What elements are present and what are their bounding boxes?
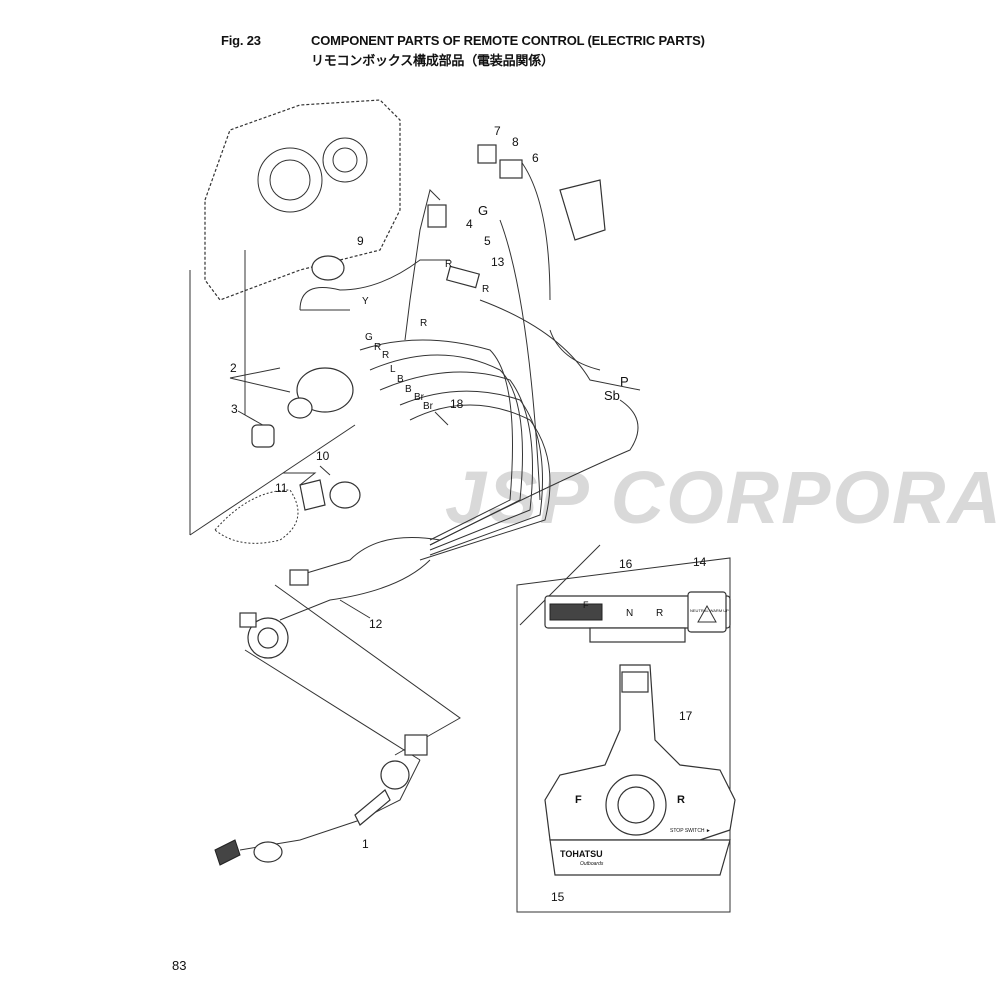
wire-label: G [365, 332, 373, 343]
callout-11: 11 [275, 481, 288, 495]
callout-17: 17 [679, 709, 693, 723]
wire-label: Br [423, 401, 434, 412]
callout-18: 18 [450, 397, 464, 411]
wire-label: R [445, 259, 452, 270]
wire-label: Sb [604, 388, 620, 403]
wire-label: L [390, 364, 396, 375]
indicator-n: N [626, 608, 633, 619]
callout-2: 2 [230, 361, 237, 375]
brand-logo: TOHATSU [560, 849, 603, 859]
part-connector-13 [445, 265, 481, 289]
page-number: 83 [172, 958, 187, 973]
part-trim-switch-6 [477, 144, 523, 179]
wire-label: B [397, 374, 404, 385]
callout-13: 13 [491, 255, 505, 269]
indicator-f: F [583, 600, 589, 610]
wire-label: P [620, 374, 629, 389]
callout-12: 12 [369, 617, 383, 631]
figure-title: COMPONENT PARTS OF REMOTE CONTROL (ELECT… [311, 33, 705, 48]
callout-16: 16 [619, 557, 633, 571]
wire-label: R [374, 342, 381, 353]
part-harness-12 [239, 569, 309, 659]
callout-4: 4 [466, 217, 473, 231]
part-extension-harness-1 [214, 734, 428, 866]
wire-label: R [420, 318, 427, 329]
part-key [251, 424, 275, 448]
callout-14: 14 [693, 555, 707, 569]
indicator-r: R [656, 608, 663, 619]
lever-r: R [677, 794, 685, 806]
figure-title-japanese: リモコンボックス構成部品（電装品関係） [311, 53, 554, 68]
wire-label: G [478, 203, 488, 218]
part-buzzer-9 [311, 255, 345, 281]
part-screw-18 [434, 411, 449, 426]
part-key-switch [287, 367, 354, 419]
wire-label: R [382, 350, 389, 361]
callout-6: 6 [532, 151, 539, 165]
wire-label: Br [414, 392, 425, 403]
part-emergency-switch [299, 479, 361, 511]
callout-8: 8 [512, 135, 519, 149]
switch-label: NEUTRAL WARM UP [690, 608, 729, 613]
callout-1: 1 [362, 837, 369, 851]
part-relay-4 [427, 204, 447, 228]
part-handle [559, 179, 606, 241]
brand-sub: Outboards [580, 861, 604, 867]
callout-15: 15 [551, 890, 565, 904]
inset-control-box [516, 557, 736, 913]
callouts: 1 2 3 4 5 6 7 8 9 10 11 12 13 14 16 17 1… [230, 124, 707, 904]
figure-number: Fig. 23 [221, 33, 261, 48]
lever-f: F [575, 794, 582, 806]
remote-control-housing [204, 99, 401, 301]
wire-color-labels: G R Y R G R R R L B B Br Br P Sb [362, 203, 629, 412]
callout-7: 7 [494, 124, 501, 138]
callout-9: 9 [357, 234, 364, 248]
callout-5: 5 [484, 234, 491, 248]
stop-switch-label: STOP SWITCH ► [670, 828, 711, 834]
part-lanyard-cord [214, 489, 299, 544]
wire-label: B [405, 384, 412, 395]
watermark: JSP CORPORATION [445, 456, 1000, 539]
wire-label: R [482, 284, 489, 295]
wire-label: Y [362, 296, 369, 307]
callout-10: 10 [316, 449, 330, 463]
callout-3: 3 [231, 402, 238, 416]
leader-lines [189, 250, 601, 761]
